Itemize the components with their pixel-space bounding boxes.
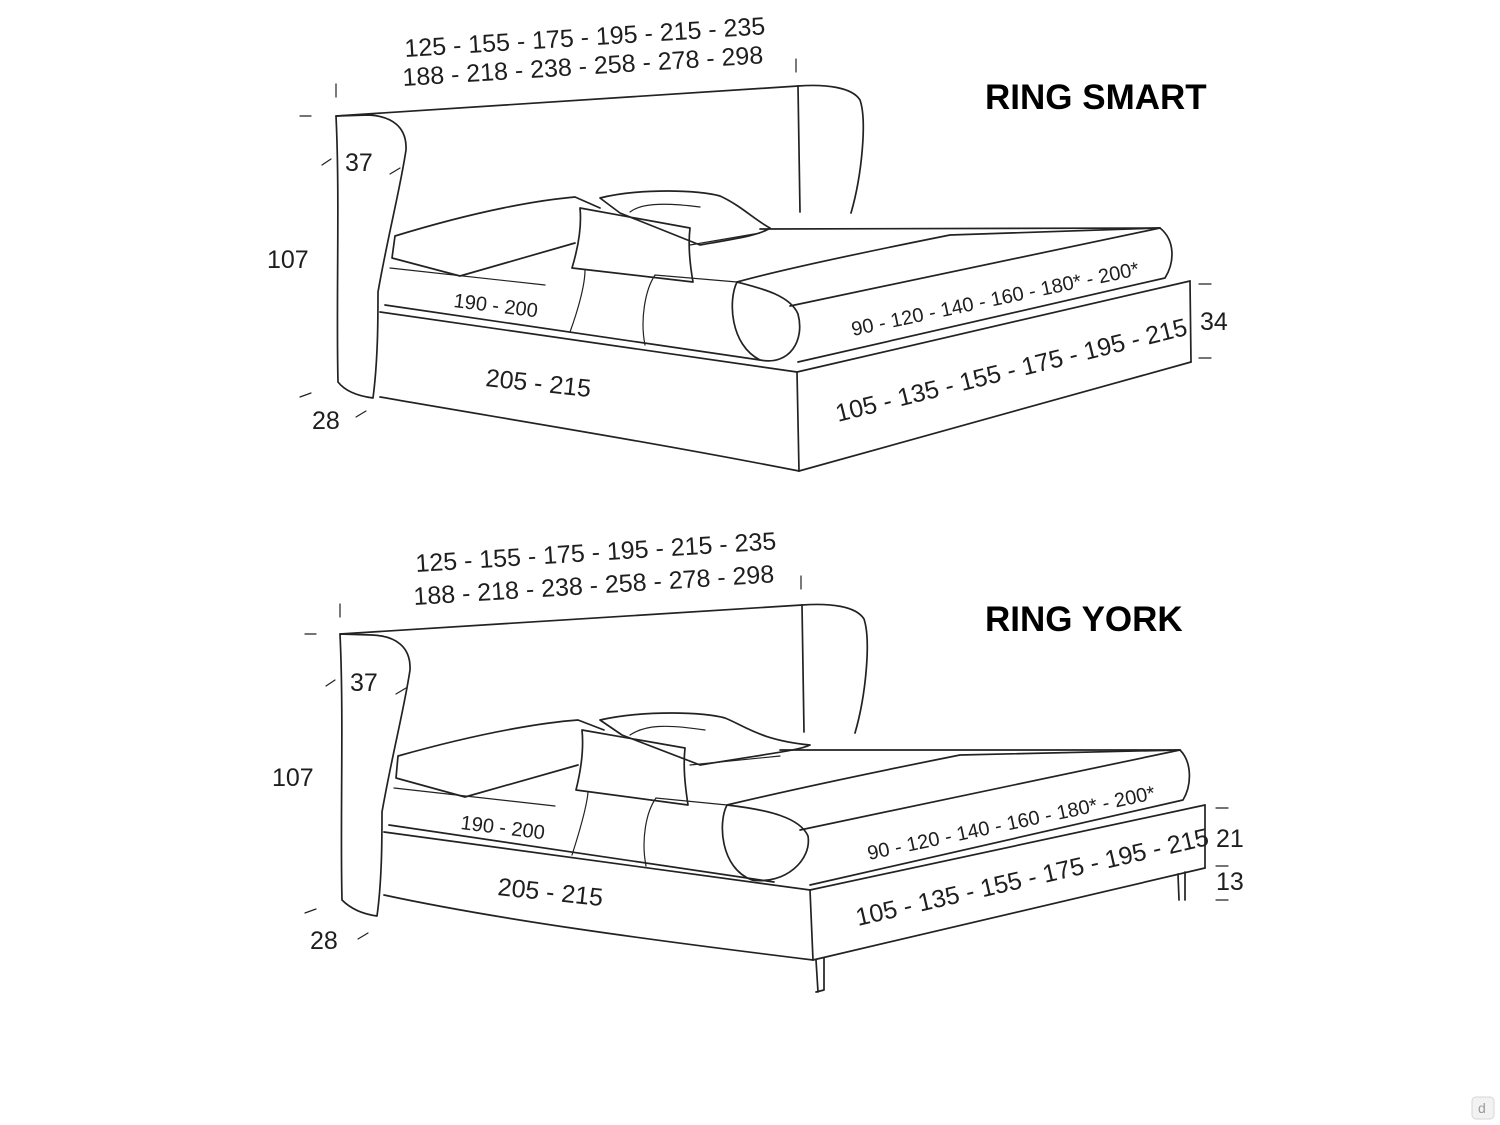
ring-york-duvet-fold: [393, 787, 728, 867]
ring-york-leg-right: [1177, 871, 1186, 901]
watermark-letter: d: [1478, 1100, 1486, 1116]
ring-york-drawing: [304, 575, 1229, 993]
ring-york-mattress-side: [388, 824, 775, 883]
ring-smart-headboard-top: [335, 85, 799, 117]
ring-smart-base-right-edge: [1189, 280, 1192, 363]
ring-york-title: RING YORK: [985, 600, 1183, 639]
ring-smart-duvet: [391, 196, 1161, 283]
ring-york-frame-height: 21: [1216, 825, 1244, 853]
ring-smart-pillow-front: [571, 207, 694, 283]
watermark-badge: d: [1471, 1096, 1495, 1120]
ring-smart-base-front-bottom: [798, 361, 1192, 472]
ring-smart-base-side-bottom: [379, 396, 800, 472]
ring-york-base-side-bottom: [383, 894, 814, 961]
ring-york-mattress-front-roll: [721, 804, 810, 882]
ring-york-headboard-panel-edge: [801, 604, 805, 733]
ring-york-headboard-thickness: 28: [310, 927, 338, 955]
ring-smart-base-front-corner: [796, 371, 800, 472]
ring-york-pillow-back: [599, 712, 811, 766]
ring-smart-mattress-side: [384, 304, 761, 361]
ring-york-headboard-height: 107: [272, 764, 314, 792]
ring-york-base-front-bottom: [812, 867, 1206, 961]
ring-york-base-front-corner: [809, 889, 814, 961]
ring-smart-drawing: [299, 58, 1212, 472]
ring-smart-pillow-back-fold: [629, 203, 761, 246]
ring-smart-duvet-fold: [389, 267, 738, 346]
ring-york-pillow-back-fold: [629, 725, 781, 766]
ring-smart-headboard-height: 107: [267, 246, 309, 274]
ring-york-pillow-front: [575, 729, 689, 806]
ring-smart-left-wing: [335, 114, 407, 399]
ring-york-headboard-top: [339, 604, 803, 635]
ring-smart-frame-length: 205 - 215: [484, 364, 592, 403]
ring-smart-wing-depth: 37: [345, 149, 373, 177]
ring-york-mattress-length: 190 - 200: [459, 812, 546, 844]
ring-smart-dimension-ticks: [299, 58, 1212, 418]
ring-smart-mattress-widths: 90 - 120 - 140 - 160 - 180* - 200*: [849, 258, 1141, 341]
ring-smart-headboard-thickness: 28: [312, 407, 340, 435]
ring-york-wing-depth: 37: [350, 669, 378, 697]
ring-york-leg-height: 13: [1216, 868, 1244, 896]
ring-york-right-wing: [801, 603, 869, 734]
ring-smart-frame-height: 34: [1200, 308, 1228, 336]
ring-smart-mattress-front-roll: [731, 281, 801, 362]
ring-smart-title: RING SMART: [985, 78, 1207, 117]
ring-york-leg-front: [815, 957, 825, 993]
ring-york-left-wing: [339, 633, 411, 917]
ring-york-dimension-ticks: [304, 575, 1229, 940]
ring-york-duvet: [395, 719, 1181, 806]
ring-smart-mattress-back: [759, 227, 1161, 230]
ring-smart-right-wing: [797, 84, 865, 214]
ring-smart-pillow-back: [599, 190, 771, 246]
ring-york-frame-length: 205 - 215: [496, 873, 604, 912]
ring-smart-headboard-panel-edge: [797, 85, 801, 213]
